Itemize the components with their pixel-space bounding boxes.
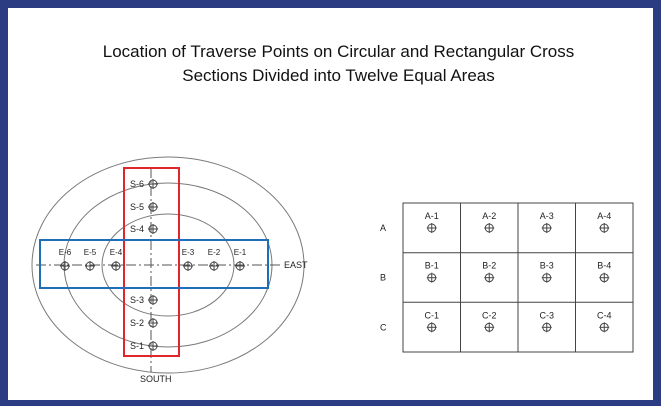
cell-point-label: C-3	[539, 310, 554, 320]
title-line-1: Location of Traverse Points on Circular …	[102, 42, 575, 61]
circular-cross-section: S-6S-5S-4S-3S-2S-1 E-6 E-5 E-4 E-3 E-2 E-1 EA…	[31, 156, 308, 384]
traverse-point-marker	[599, 322, 610, 333]
east-highlight-box	[39, 239, 269, 289]
south-traverse-points: S-6S-5S-4S-3S-2S-1	[130, 179, 158, 351]
cell-point-label: A-1	[425, 211, 439, 221]
traverse-point-marker	[541, 272, 552, 283]
traverse-point-marker	[426, 322, 437, 333]
traverse-point-marker	[484, 223, 495, 233]
south-label: SOUTH	[140, 374, 172, 384]
south-point-label: S-2	[130, 318, 144, 328]
cell-point-label: A-4	[597, 211, 611, 221]
cell-point-label: A-3	[540, 211, 554, 221]
traverse-point-marker	[235, 261, 245, 271]
east-label: EAST	[284, 260, 308, 270]
traverse-point-marker	[599, 272, 610, 283]
east-point-label: E-1	[234, 248, 247, 257]
cell-point-label: C-1	[424, 310, 439, 320]
south-point-label: S-4	[130, 224, 144, 234]
cell-point-label: C-4	[597, 310, 612, 320]
traverse-point-marker	[111, 261, 121, 271]
south-point-label: S-6	[130, 179, 144, 189]
south-point-label: S-3	[130, 295, 144, 305]
traverse-point-marker	[484, 272, 495, 283]
traverse-point-marker	[183, 261, 193, 271]
south-highlight-box	[123, 167, 180, 357]
traverse-point-marker	[60, 261, 70, 271]
slide-title: Location of Traverse Points on Circular …	[38, 40, 639, 88]
traverse-point-marker	[148, 341, 158, 351]
row-label: C	[380, 322, 387, 332]
traverse-point-marker	[148, 318, 158, 328]
traverse-point-marker	[599, 223, 610, 233]
outer-ring	[31, 156, 305, 374]
traverse-point-marker	[148, 179, 158, 189]
traverse-point-marker	[209, 261, 219, 271]
rectangular-traverse-points: A-1 A-2 A-3 A-4B-1 B-2 B-3 B-4C-1 C-2 C-3 C-4	[424, 211, 612, 333]
south-point-label: S-5	[130, 202, 144, 212]
traverse-point-marker	[148, 202, 158, 212]
traverse-point-marker	[426, 272, 437, 283]
traverse-point-marker	[484, 322, 495, 333]
traverse-point-marker	[541, 223, 552, 233]
east-point-label: E-6	[59, 248, 72, 257]
cell-point-label: B-2	[482, 261, 496, 271]
traverse-point-marker	[148, 295, 158, 305]
east-traverse-points: E-6 E-5 E-4 E-3 E-2 E-1	[59, 248, 247, 271]
traverse-point-marker	[426, 223, 437, 233]
traverse-point-marker	[148, 224, 158, 234]
cell-point-label: B-3	[540, 261, 554, 271]
cell-point-label: A-2	[482, 211, 496, 221]
south-point-label: S-1	[130, 341, 144, 351]
rectangular-cross-section: A B C A-1 A-2 A-3 A-4B-1 B-2 B-3 B-4C-1 C-2 C-3 C-4	[380, 202, 634, 353]
cell-point-label: C-2	[482, 310, 497, 320]
row-labels: A B C	[380, 223, 387, 332]
title-line-2: Sections Divided into Twelve Equal Areas	[182, 66, 495, 85]
traverse-point-marker	[541, 322, 552, 333]
traverse-point-marker	[85, 261, 95, 271]
row-label: A	[380, 223, 386, 233]
east-point-label: E-3	[182, 248, 195, 257]
east-point-label: E-4	[110, 248, 123, 257]
row-label: B	[380, 273, 386, 283]
cell-point-label: B-1	[425, 261, 439, 271]
cell-point-label: B-4	[597, 261, 611, 271]
east-point-label: E-5	[84, 248, 97, 257]
east-point-label: E-2	[208, 248, 221, 257]
